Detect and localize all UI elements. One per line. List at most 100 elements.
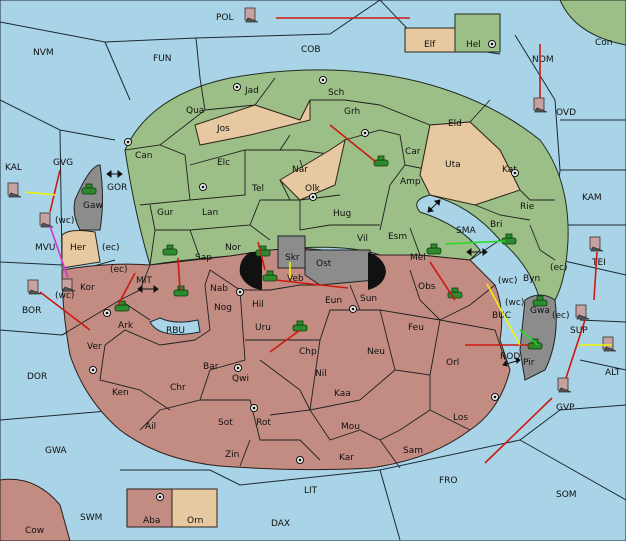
label-Eun: Eun [325, 296, 342, 306]
label-Obs: Obs [418, 282, 436, 292]
label-Hug: Hug [333, 209, 351, 219]
label-GVG: GVG [53, 158, 73, 168]
army-icon [262, 270, 278, 282]
orders [24, 17, 612, 464]
label-OVD: OVD [556, 108, 576, 118]
label-SWM: SWM [80, 513, 102, 523]
supply-center-icon [296, 456, 304, 464]
label-Chp: Chp [299, 347, 317, 357]
label-DAX: DAX [271, 519, 290, 529]
label-Hil: Hil [252, 300, 264, 310]
supply-center-icon [234, 364, 242, 372]
double-arrow-icon [137, 285, 159, 293]
double-arrows [106, 170, 521, 367]
coast-tag: (wc) [55, 216, 74, 226]
supply-center-icon [233, 83, 241, 91]
supply-center-icon [124, 138, 132, 146]
label-Chr: Chr [170, 383, 186, 393]
label-RBU: RBU [166, 326, 185, 336]
label-Sun: Sun [360, 294, 377, 304]
label-Can: Can [135, 151, 153, 161]
label-SMA: SMA [456, 226, 476, 236]
label-NOM: NOM [532, 55, 554, 65]
army-icon [292, 320, 308, 332]
label-Rie: Rie [520, 202, 535, 212]
label-Qua: Qua [186, 106, 204, 116]
land-Pir [519, 294, 557, 381]
land-Uta [419, 121, 521, 206]
double-arrow-icon [106, 170, 123, 178]
fleet-icon [589, 236, 604, 252]
label-Aba: Aba [143, 516, 160, 526]
fleet-icon [244, 7, 259, 23]
label-Sam: Sam [403, 446, 423, 456]
label-Amp: Amp [400, 177, 421, 187]
supply-center-icon [361, 129, 369, 137]
army-icon [373, 155, 389, 167]
label-Rot: Rot [256, 418, 271, 428]
supply-center-icon [156, 493, 164, 501]
supply-center-icon [236, 288, 244, 296]
coast-tag: (wc) [55, 291, 74, 301]
label-BOR: BOR [22, 306, 41, 316]
fleet-icon [602, 336, 617, 352]
supply-center-icon [511, 169, 519, 177]
label-BUC: BUC [492, 311, 511, 321]
label-Grh: Grh [344, 107, 360, 117]
label-Her: Her [70, 243, 86, 253]
label-Hel: Hel [466, 40, 481, 50]
label-KAM: KAM [582, 193, 602, 203]
label-Con: Con [595, 38, 613, 48]
label-Gur: Gur [157, 208, 174, 218]
army-icon [426, 243, 442, 255]
land-Ost [304, 249, 376, 286]
coast-tag: (ec) [102, 243, 120, 253]
label-Tel: Tel [251, 184, 264, 194]
label-Jad: Jad [244, 86, 259, 96]
label-Olk: Olk [305, 184, 321, 194]
army-icon [532, 295, 548, 307]
label-Elc: Elc [217, 158, 230, 168]
label-Ver: Ver [87, 342, 102, 352]
label-Ail: Ail [145, 422, 156, 432]
supply-center-icon [319, 76, 327, 84]
land-Jos [194, 99, 311, 146]
label-GWA: GWA [45, 446, 67, 456]
label-ALT: ALT [605, 368, 621, 378]
label-Uru: Uru [255, 323, 271, 333]
land-Gaw [73, 164, 103, 231]
label-Ken: Ken [112, 388, 129, 398]
label-Mou: Mou [341, 422, 360, 432]
label-Eld: Eld [448, 119, 462, 129]
coast-tag: (wc) [498, 276, 517, 286]
coast-tag: (ec) [552, 311, 570, 321]
label-Feu: Feu [408, 323, 424, 333]
label-Cow: Cow [25, 526, 44, 536]
sea-labels: POL NVM FUN COB NOM Con OVD KAL GVG GOR … [5, 13, 621, 536]
army-icon [173, 285, 189, 297]
label-Elf: Elf [424, 40, 436, 50]
label-LIT: LIT [304, 486, 318, 496]
fleet-units [7, 7, 617, 393]
land-Orn [171, 488, 218, 528]
label-Orl: Orl [446, 358, 459, 368]
fleet-icon [27, 279, 42, 295]
label-Bar: Bar [203, 362, 219, 372]
land-Her [61, 230, 101, 269]
label-SOM: SOM [556, 490, 577, 500]
label-POL: POL [216, 13, 234, 23]
label-Vil: Vil [357, 234, 368, 244]
army-icon [81, 183, 97, 195]
label-Kat: Kat [502, 165, 517, 175]
coast-tag: (ec) [110, 265, 128, 275]
label-FRO: FRO [439, 476, 458, 486]
label-Nab: Nab [210, 284, 228, 294]
label-GVP: GVP [556, 403, 575, 413]
label-Skr: Skr [285, 253, 300, 263]
double-arrow-icon [427, 199, 441, 213]
label-Ost: Ost [316, 259, 332, 269]
cap-west [239, 252, 262, 290]
supply-center-icon [103, 309, 111, 317]
supply-center-icon [488, 40, 496, 48]
